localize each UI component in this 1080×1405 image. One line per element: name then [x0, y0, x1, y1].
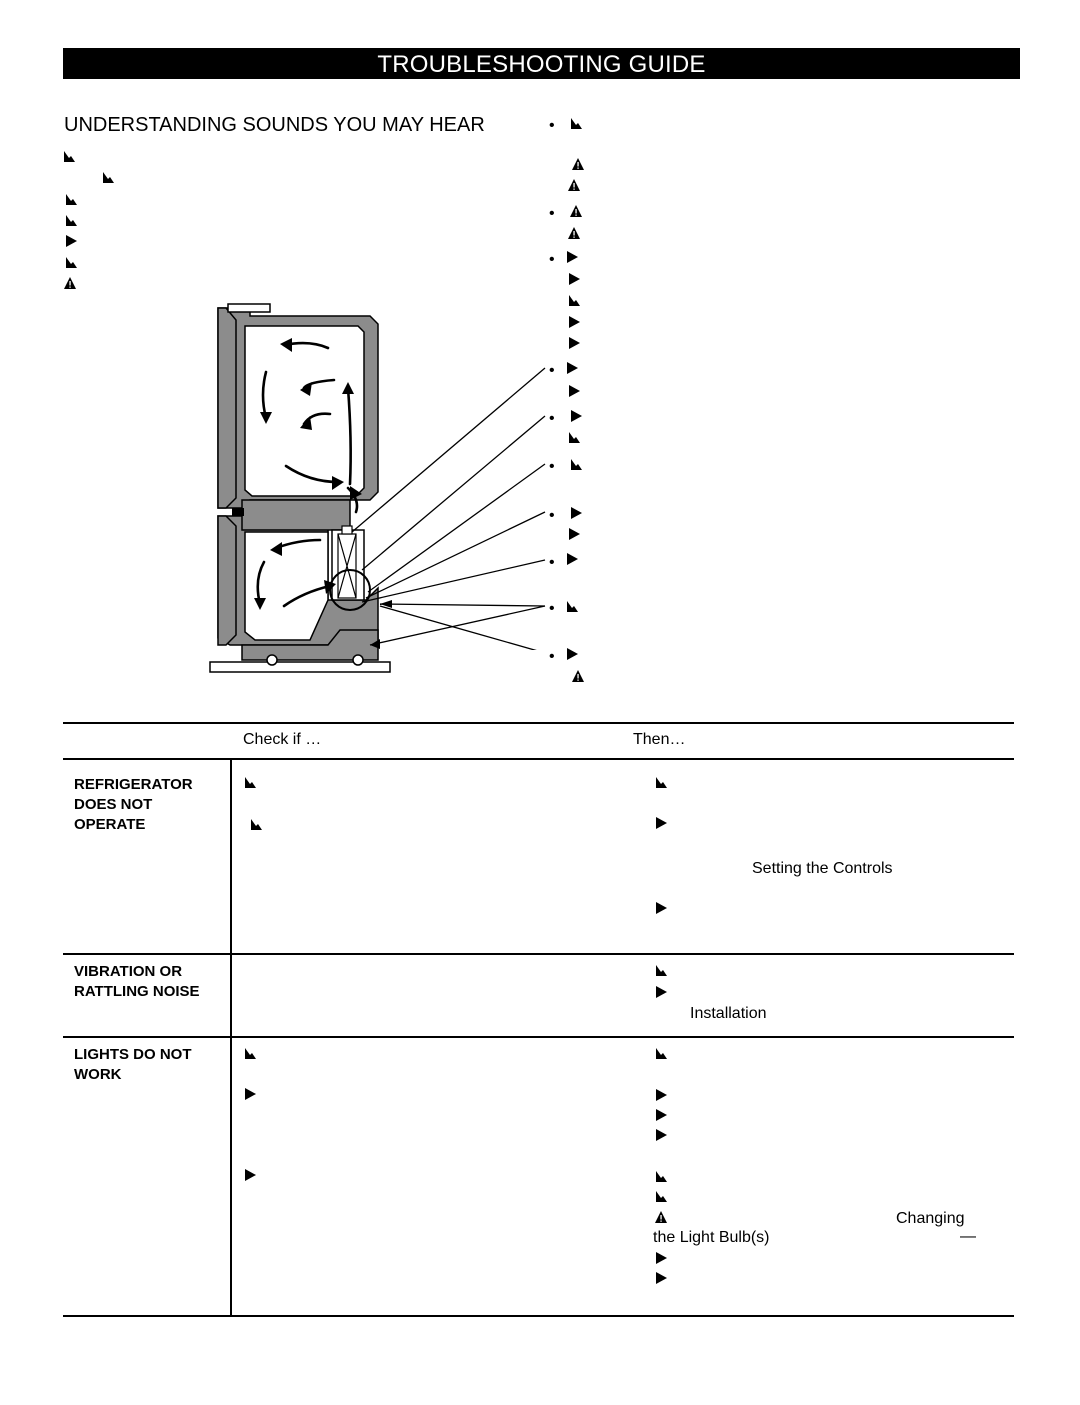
- bullet: •: [549, 458, 555, 475]
- table-header-rule: [63, 758, 1014, 760]
- flame-warning-icon: [66, 257, 77, 268]
- flame-warning-icon: [656, 1171, 667, 1182]
- flame-warning-icon: [66, 215, 77, 226]
- triangle-right-icon: [567, 251, 578, 263]
- bullet: •: [549, 205, 555, 222]
- warning-triangle-icon: [655, 1211, 667, 1223]
- flame-warning-icon: [656, 965, 667, 976]
- triangle-right-icon: [656, 1109, 667, 1121]
- warning-triangle-icon: [568, 179, 580, 191]
- bullet: •: [549, 554, 555, 571]
- diagram-leader-lines: [351, 367, 546, 650]
- em-dash: —: [960, 1228, 976, 1245]
- triangle-right-icon: [656, 1089, 667, 1101]
- flame-warning-icon: [245, 777, 256, 788]
- flame-warning-icon: [103, 172, 114, 183]
- flame-warning-icon: [251, 819, 262, 830]
- reference-changing: Changing: [896, 1210, 965, 1227]
- triangle-right-icon: [656, 1129, 667, 1141]
- triangle-right-icon: [245, 1088, 256, 1100]
- column-header-then: Then…: [633, 731, 686, 748]
- bullet: •: [549, 600, 555, 617]
- reference-setting-controls: Setting the Controls: [752, 860, 893, 877]
- bullet: •: [549, 117, 555, 134]
- warning-triangle-icon: [64, 277, 76, 289]
- flame-warning-icon: [656, 777, 667, 788]
- bullet: •: [549, 362, 555, 379]
- warning-triangle-icon: [568, 227, 580, 239]
- bullet: •: [549, 507, 555, 524]
- bullet: •: [549, 648, 555, 665]
- flame-warning-icon: [656, 1048, 667, 1059]
- page-title: TROUBLESHOOTING GUIDE: [377, 51, 706, 78]
- flame-warning-icon: [245, 1048, 256, 1059]
- section-title: UNDERSTANDING SOUNDS YOU MAY HEAR: [64, 114, 485, 136]
- bullet: •: [549, 251, 555, 268]
- refrigerator-airflow-diagram: [209, 303, 391, 673]
- triangle-right-icon: [656, 817, 667, 829]
- page-header-bar: TROUBLESHOOTING GUIDE: [63, 48, 1020, 79]
- flame-warning-icon: [66, 194, 77, 205]
- reference-installation: Installation: [690, 1005, 767, 1022]
- problem-label: VIBRATION OR RATTLING NOISE: [74, 963, 200, 1000]
- triangle-right-icon: [656, 1252, 667, 1264]
- flame-warning-icon: [64, 151, 75, 162]
- reference-light-bulbs: the Light Bulb(s): [653, 1229, 770, 1246]
- problem-label: REFRIGERATOR DOES NOT OPERATE: [74, 776, 193, 833]
- bullet: •: [549, 410, 555, 427]
- triangle-right-icon: [656, 902, 667, 914]
- table-top-rule: [63, 722, 1014, 724]
- flame-warning-icon: [571, 118, 582, 129]
- triangle-right-icon: [245, 1169, 256, 1181]
- triangle-right-icon: [569, 273, 580, 285]
- warning-triangle-icon: [572, 158, 584, 170]
- problem-label: LIGHTS DO NOT WORK: [74, 1046, 192, 1083]
- triangle-right-icon: [656, 986, 667, 998]
- triangle-right-icon: [656, 1272, 667, 1284]
- triangle-right-icon: [66, 235, 77, 247]
- column-header-check: Check if …: [243, 731, 322, 748]
- table-row-rule: [63, 953, 1014, 955]
- table-bottom-rule: [63, 1315, 1014, 1317]
- table-row-rule: [63, 1036, 1014, 1038]
- warning-triangle-icon: [570, 205, 582, 217]
- flame-warning-icon: [656, 1191, 667, 1202]
